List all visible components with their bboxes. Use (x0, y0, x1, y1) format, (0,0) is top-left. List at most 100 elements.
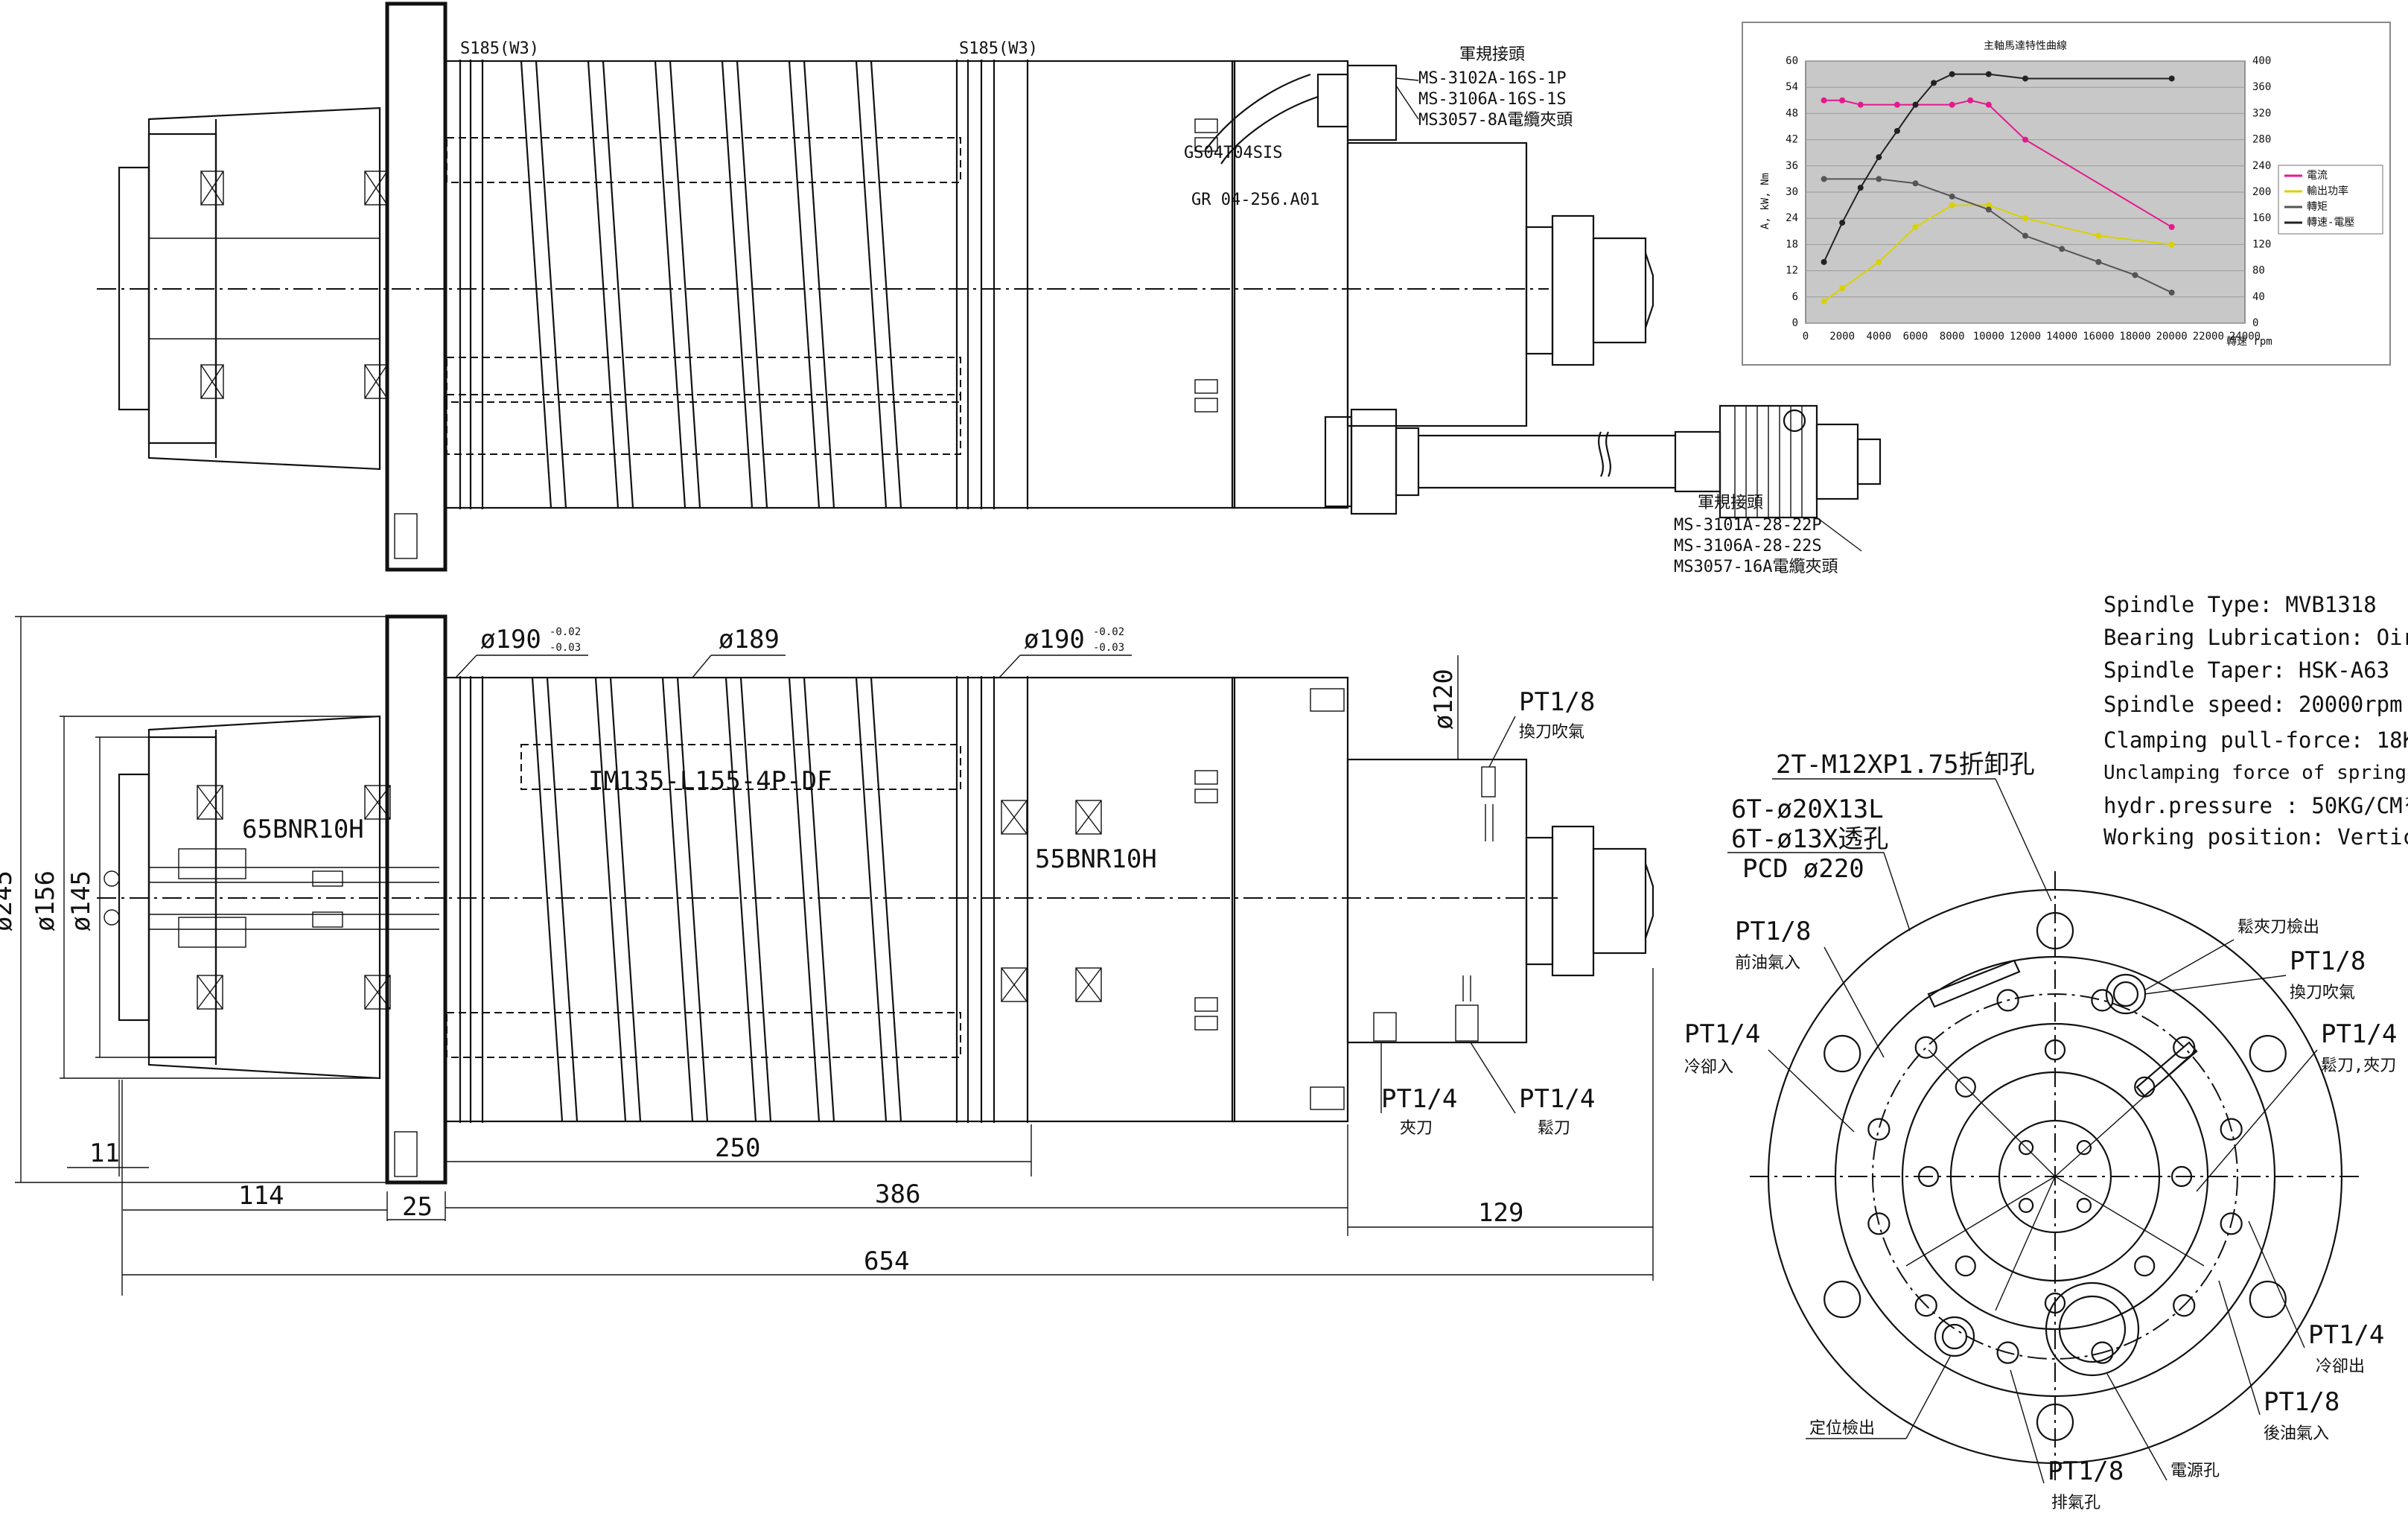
chart-y-tick-right: 200 (2252, 186, 2271, 198)
front-oil-label: PT1/8 (1735, 917, 1811, 946)
inner-hole (2044, 1292, 2066, 1314)
locate-detect-port (1934, 1316, 1975, 1357)
chart-y-tick-right: 280 (2252, 134, 2271, 146)
dim-114: 114 (238, 1181, 284, 1211)
spec-pull-force: Clamping pull-force: 18KN (2103, 727, 2408, 753)
chart-y-tick-left: 48 (1786, 107, 1798, 119)
coolant-out-label: PT1/4 (2308, 1320, 2384, 1350)
chart-x-tick: 12000 (2010, 331, 2041, 343)
pcd-hole (2091, 989, 2114, 1012)
pcd-hole (2173, 1294, 2196, 1317)
inner-hole (2134, 1255, 2156, 1277)
top-coil (520, 60, 902, 509)
chart-point (1912, 180, 1919, 187)
chart-x-tick: 0 (1803, 331, 1809, 343)
bearing-rear-label: 55BNR10H (1035, 844, 1157, 874)
chart-y-tick-right: 120 (2252, 238, 2271, 250)
drawbar-section (103, 848, 439, 948)
pcd-hole (2220, 1118, 2243, 1141)
coolant-out-sub: 冷卻出 (2316, 1357, 2365, 1376)
end-holes-1: 2T-M12XP1.75折卸孔 (1776, 750, 2035, 780)
chart-x-tick: 8000 (1940, 331, 1965, 343)
center-hole (2019, 1197, 2034, 1213)
unclamp-label: PT1/4 (2321, 1019, 2397, 1049)
bottom-flange (385, 614, 447, 1185)
chart-point (1821, 298, 1827, 305)
connector1-line2: MS-3106A-16S-1S (1418, 90, 1567, 109)
vertical-dimensions (15, 616, 387, 1183)
dim-654: 654 (864, 1246, 909, 1276)
chart-point (1893, 127, 1900, 134)
chart-legend-label: 轉矩 (2307, 201, 2328, 213)
exhaust-sub: 排氣孔 (2051, 1494, 2100, 1512)
unclamp-detect-label: 鬆夾刀檢出 (2237, 918, 2319, 937)
center-hole (2076, 1197, 2092, 1213)
dim-129: 129 (1478, 1198, 1523, 1228)
end-pcd: PCD ø220 (1742, 854, 1864, 884)
chart-y-tick-left: 24 (1786, 212, 1798, 224)
connector2-title: 軍規接頭 (1698, 494, 1763, 512)
center-hole (2019, 1140, 2034, 1156)
dim-120: ø120 (1429, 669, 1459, 730)
top-rear-shaft (1525, 226, 1554, 355)
chart-point (2168, 75, 2175, 82)
bottom-body (444, 676, 1236, 1123)
chart-legend-label: 轉速-電壓 (2307, 217, 2354, 229)
chart-point (1857, 101, 1864, 108)
front-oil-sub: 前油氣入 (1735, 954, 1800, 972)
dim-145: ø145 (66, 870, 96, 932)
chart-point (1821, 258, 1827, 265)
chart-y-tick-right: 360 (2252, 81, 2271, 93)
chart-y-tick-right: 320 (2252, 107, 2271, 119)
mounting-hole (1823, 1034, 1861, 1073)
chart-point (2059, 246, 2065, 252)
inner-hole (2044, 1039, 2066, 1061)
mounting-hole (2249, 1034, 2287, 1073)
tol-lower-left: -0.03 (550, 642, 581, 654)
dim-190-right: ø190 (1024, 625, 1085, 655)
chart-title: 主軸馬達特性曲線 (1984, 40, 2067, 52)
chart-point (1912, 101, 1919, 108)
chart-point (1949, 101, 1955, 108)
chart-x-tick: 4000 (1866, 331, 1891, 343)
chart-point (1821, 97, 1827, 104)
bottom-rear-housing (1346, 758, 1528, 1044)
chart-point (1967, 97, 1974, 104)
chart-y-tick-left: 60 (1786, 55, 1798, 67)
pt-top-label: PT1/8 (1519, 687, 1595, 717)
chart-x-tick: 16000 (2083, 331, 2114, 343)
chart-point (1876, 258, 1882, 265)
chart-y-tick-right: 160 (2252, 212, 2271, 224)
chart-y-tick-right: 0 (2252, 317, 2258, 329)
chart-point (1912, 223, 1919, 230)
bottom-coil (531, 677, 902, 1122)
mounting-hole (2036, 1403, 2074, 1442)
connector1-line1: MS-3102A-16S-1P (1418, 69, 1567, 88)
rear-oil-label: PT1/8 (2264, 1387, 2339, 1417)
pcd-hole (1914, 1036, 1937, 1059)
chart-point (2022, 232, 2028, 239)
spec-hydr-pressure: hydr.pressure : 50KG/CM² (2103, 793, 2408, 818)
connector2-line2: MS-3106A-28-22S (1674, 537, 1822, 555)
top-body (444, 60, 1236, 509)
pcd-hole (2220, 1212, 2243, 1235)
chart-point (2168, 241, 2175, 248)
chart-x-tick: 20000 (2156, 331, 2188, 343)
center-hole (2076, 1140, 2092, 1156)
chart-point (1931, 80, 1937, 86)
connector2-line1: MS-3101A-28-22P (1674, 516, 1822, 535)
chart-y-tick-left: 12 (1786, 265, 1798, 277)
locate-label: 定位檢出 (1809, 1419, 1875, 1438)
chart-y-tick-left: 36 (1786, 160, 1798, 172)
chart-point (1876, 176, 1882, 182)
power-hole-label: 電源孔 (2170, 1462, 2220, 1480)
spec-type: Spindle Type: MVB1318 (2103, 592, 2377, 617)
spec-unclamp-force: Unclamping force of spring: 15KN (2103, 762, 2408, 784)
chart-point (1839, 220, 1846, 226)
connector1-line3: MS3057-8A電纜夾頭 (1418, 111, 1573, 130)
pt-br-sub: 鬆刀 (1538, 1119, 1570, 1138)
dim-250: 250 (715, 1133, 760, 1163)
chart-y-tick-right: 240 (2252, 160, 2271, 172)
pt-br-label: PT1/4 (1519, 1084, 1595, 1114)
